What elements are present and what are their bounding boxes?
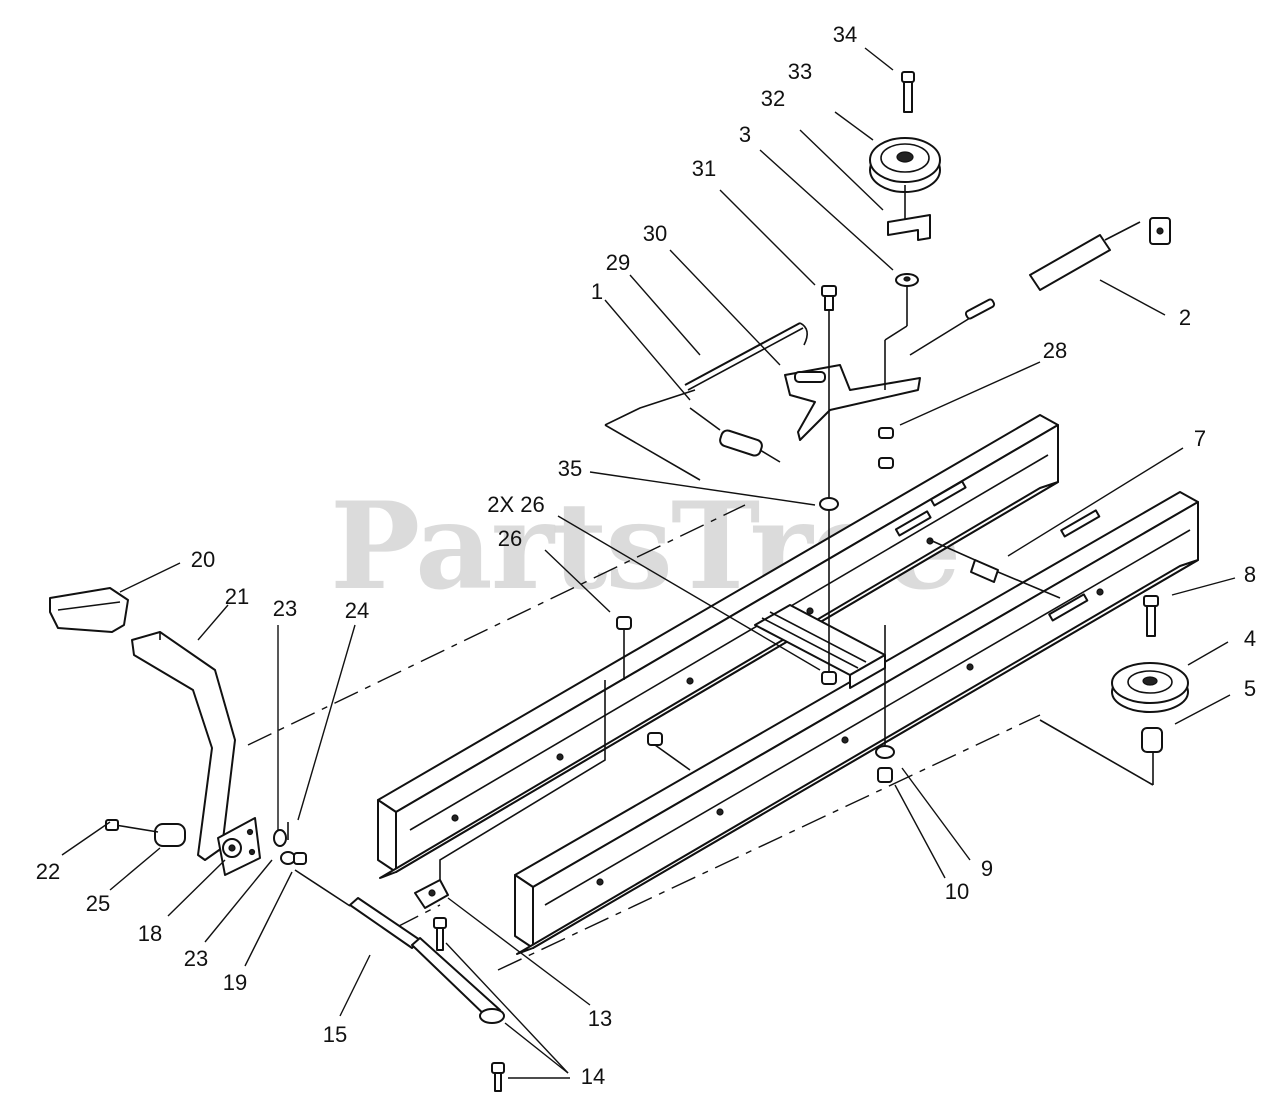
right-frame-rail <box>514 491 1199 955</box>
cable-7 <box>929 539 1061 599</box>
callout-33: 33 <box>788 59 812 84</box>
callout-8: 8 <box>1244 562 1256 587</box>
callout-31: 31 <box>692 156 716 181</box>
callout-9: 9 <box>981 856 993 881</box>
pulley-33 <box>869 137 941 193</box>
cross-bracket <box>754 604 886 689</box>
bolt-34 <box>901 71 915 113</box>
callout-26: 26 <box>498 526 522 551</box>
washer-3 <box>884 273 919 390</box>
callout-18: 18 <box>138 921 162 946</box>
callout-labels: 34 33 32 3 31 30 29 1 2 28 7 35 2X 26 26… <box>36 22 1256 1089</box>
cable-2 <box>909 217 1171 356</box>
callout-34: 34 <box>833 22 857 47</box>
callout-29: 29 <box>606 250 630 275</box>
callout-4: 4 <box>1244 626 1256 651</box>
callout-20: 20 <box>191 547 215 572</box>
callout-15: 15 <box>323 1022 347 1047</box>
callout-7: 7 <box>1194 426 1206 451</box>
bolts-14 <box>433 917 505 1092</box>
nuts-26 <box>616 616 837 771</box>
bracket-13 <box>414 680 606 909</box>
hardware-19-23-24 <box>273 822 307 865</box>
brake-pedal <box>49 587 236 861</box>
pulley-4 <box>1039 595 1189 786</box>
callout-32: 32 <box>761 86 785 111</box>
nuts-28 <box>878 427 894 469</box>
rod-29 <box>684 322 808 391</box>
callout-28: 28 <box>1043 338 1067 363</box>
callout-5: 5 <box>1244 676 1256 701</box>
hardware-9-10 <box>875 625 895 783</box>
idler-arm <box>784 364 921 441</box>
bushing-25 <box>105 819 186 847</box>
callout-2: 2 <box>1179 305 1191 330</box>
bolt-31 <box>821 285 837 680</box>
washer-35 <box>819 497 839 511</box>
callout-21: 21 <box>225 584 249 609</box>
callout-10: 10 <box>945 879 969 904</box>
callout-35: 35 <box>558 456 582 481</box>
leader-lines <box>61 47 1236 1079</box>
callout-23-top: 23 <box>273 596 297 621</box>
centerlines <box>247 504 1041 971</box>
callout-23-bottom: 23 <box>184 946 208 971</box>
callout-2x-26: 2X 26 <box>487 492 545 517</box>
callout-30: 30 <box>643 221 667 246</box>
callout-24: 24 <box>345 598 369 623</box>
link-rod-15 <box>294 869 505 1024</box>
spring-1 <box>604 389 781 481</box>
callout-1: 1 <box>591 279 603 304</box>
left-frame-rail <box>377 414 1059 879</box>
callout-25: 25 <box>86 891 110 916</box>
callout-14: 14 <box>581 1064 605 1089</box>
callout-3: 3 <box>739 122 751 147</box>
bracket-32 <box>887 185 931 241</box>
callout-13: 13 <box>588 1006 612 1031</box>
callout-22: 22 <box>36 859 60 884</box>
callout-19: 19 <box>223 970 247 995</box>
